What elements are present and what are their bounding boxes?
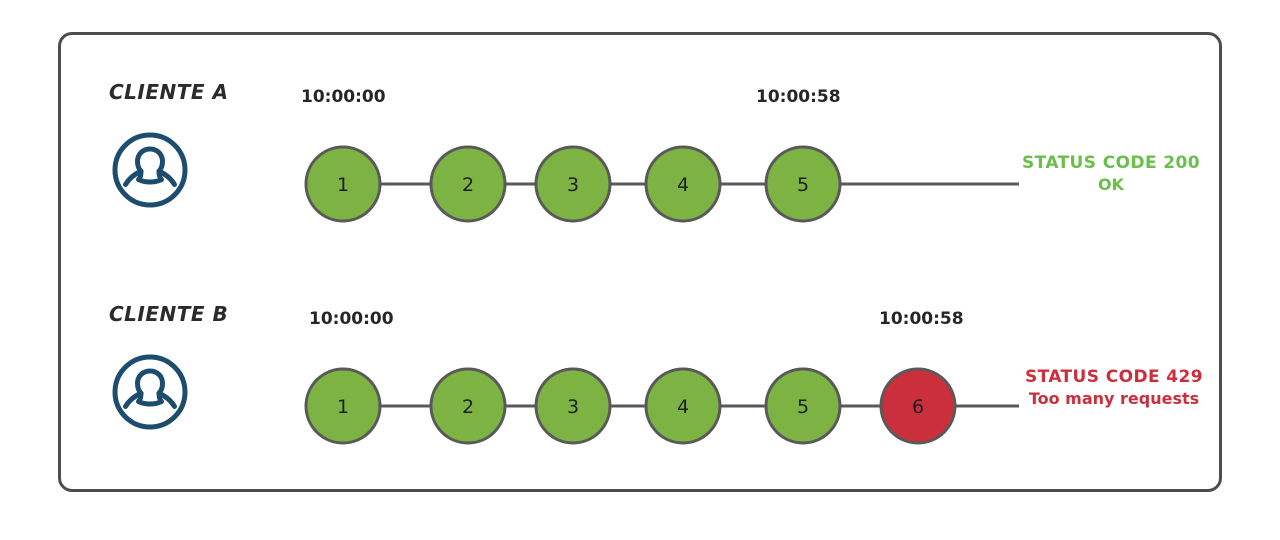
request-timeline-a: 1 2 3 4 5 xyxy=(304,145,1019,223)
request-node[interactable]: 2 xyxy=(429,145,507,223)
request-node[interactable]: 4 xyxy=(644,145,722,223)
request-node-label: 6 xyxy=(912,396,924,418)
request-node[interactable]: 5 xyxy=(764,145,842,223)
status-code-b: STATUS CODE 429 xyxy=(1025,367,1203,387)
timestamp-start-b: 10:00:00 xyxy=(309,309,394,329)
status-code-a: STATUS CODE 200 xyxy=(1022,153,1200,173)
request-node[interactable]: 3 xyxy=(534,367,612,445)
status-message-a: OK xyxy=(1098,175,1124,194)
timestamp-end-b: 10:00:58 xyxy=(879,309,964,329)
request-node-label: 1 xyxy=(337,174,349,196)
diagram-frame: CLIENTE A 10:00:00 10:00:58 xyxy=(58,32,1222,492)
request-node-label: 4 xyxy=(677,174,689,196)
client-b-label: CLIENTE B xyxy=(109,302,229,326)
request-node-label: 3 xyxy=(567,174,579,196)
timestamp-end-a: 10:00:58 xyxy=(756,87,841,107)
user-avatar-icon xyxy=(111,131,189,209)
request-node-label: 5 xyxy=(797,396,809,418)
status-badge-b: STATUS CODE 429 Too many requests xyxy=(1009,367,1219,408)
status-message-b: Too many requests xyxy=(1028,389,1200,408)
request-node-rate-limited[interactable]: 6 xyxy=(879,367,957,445)
request-node[interactable]: 1 xyxy=(304,145,382,223)
timestamp-start-a: 10:00:00 xyxy=(301,87,386,107)
request-node[interactable]: 4 xyxy=(644,367,722,445)
request-node-label: 3 xyxy=(567,396,579,418)
request-node-label: 1 xyxy=(337,396,349,418)
user-avatar-icon xyxy=(111,353,189,431)
request-node-label: 2 xyxy=(462,174,474,196)
request-node-label: 2 xyxy=(462,396,474,418)
status-badge-a: STATUS CODE 200 OK xyxy=(1011,153,1211,194)
request-node-label: 5 xyxy=(797,174,809,196)
request-node[interactable]: 1 xyxy=(304,367,382,445)
request-node[interactable]: 3 xyxy=(534,145,612,223)
request-node-label: 4 xyxy=(677,396,689,418)
client-a-label: CLIENTE A xyxy=(109,80,229,104)
request-node[interactable]: 5 xyxy=(764,367,842,445)
request-node[interactable]: 2 xyxy=(429,367,507,445)
